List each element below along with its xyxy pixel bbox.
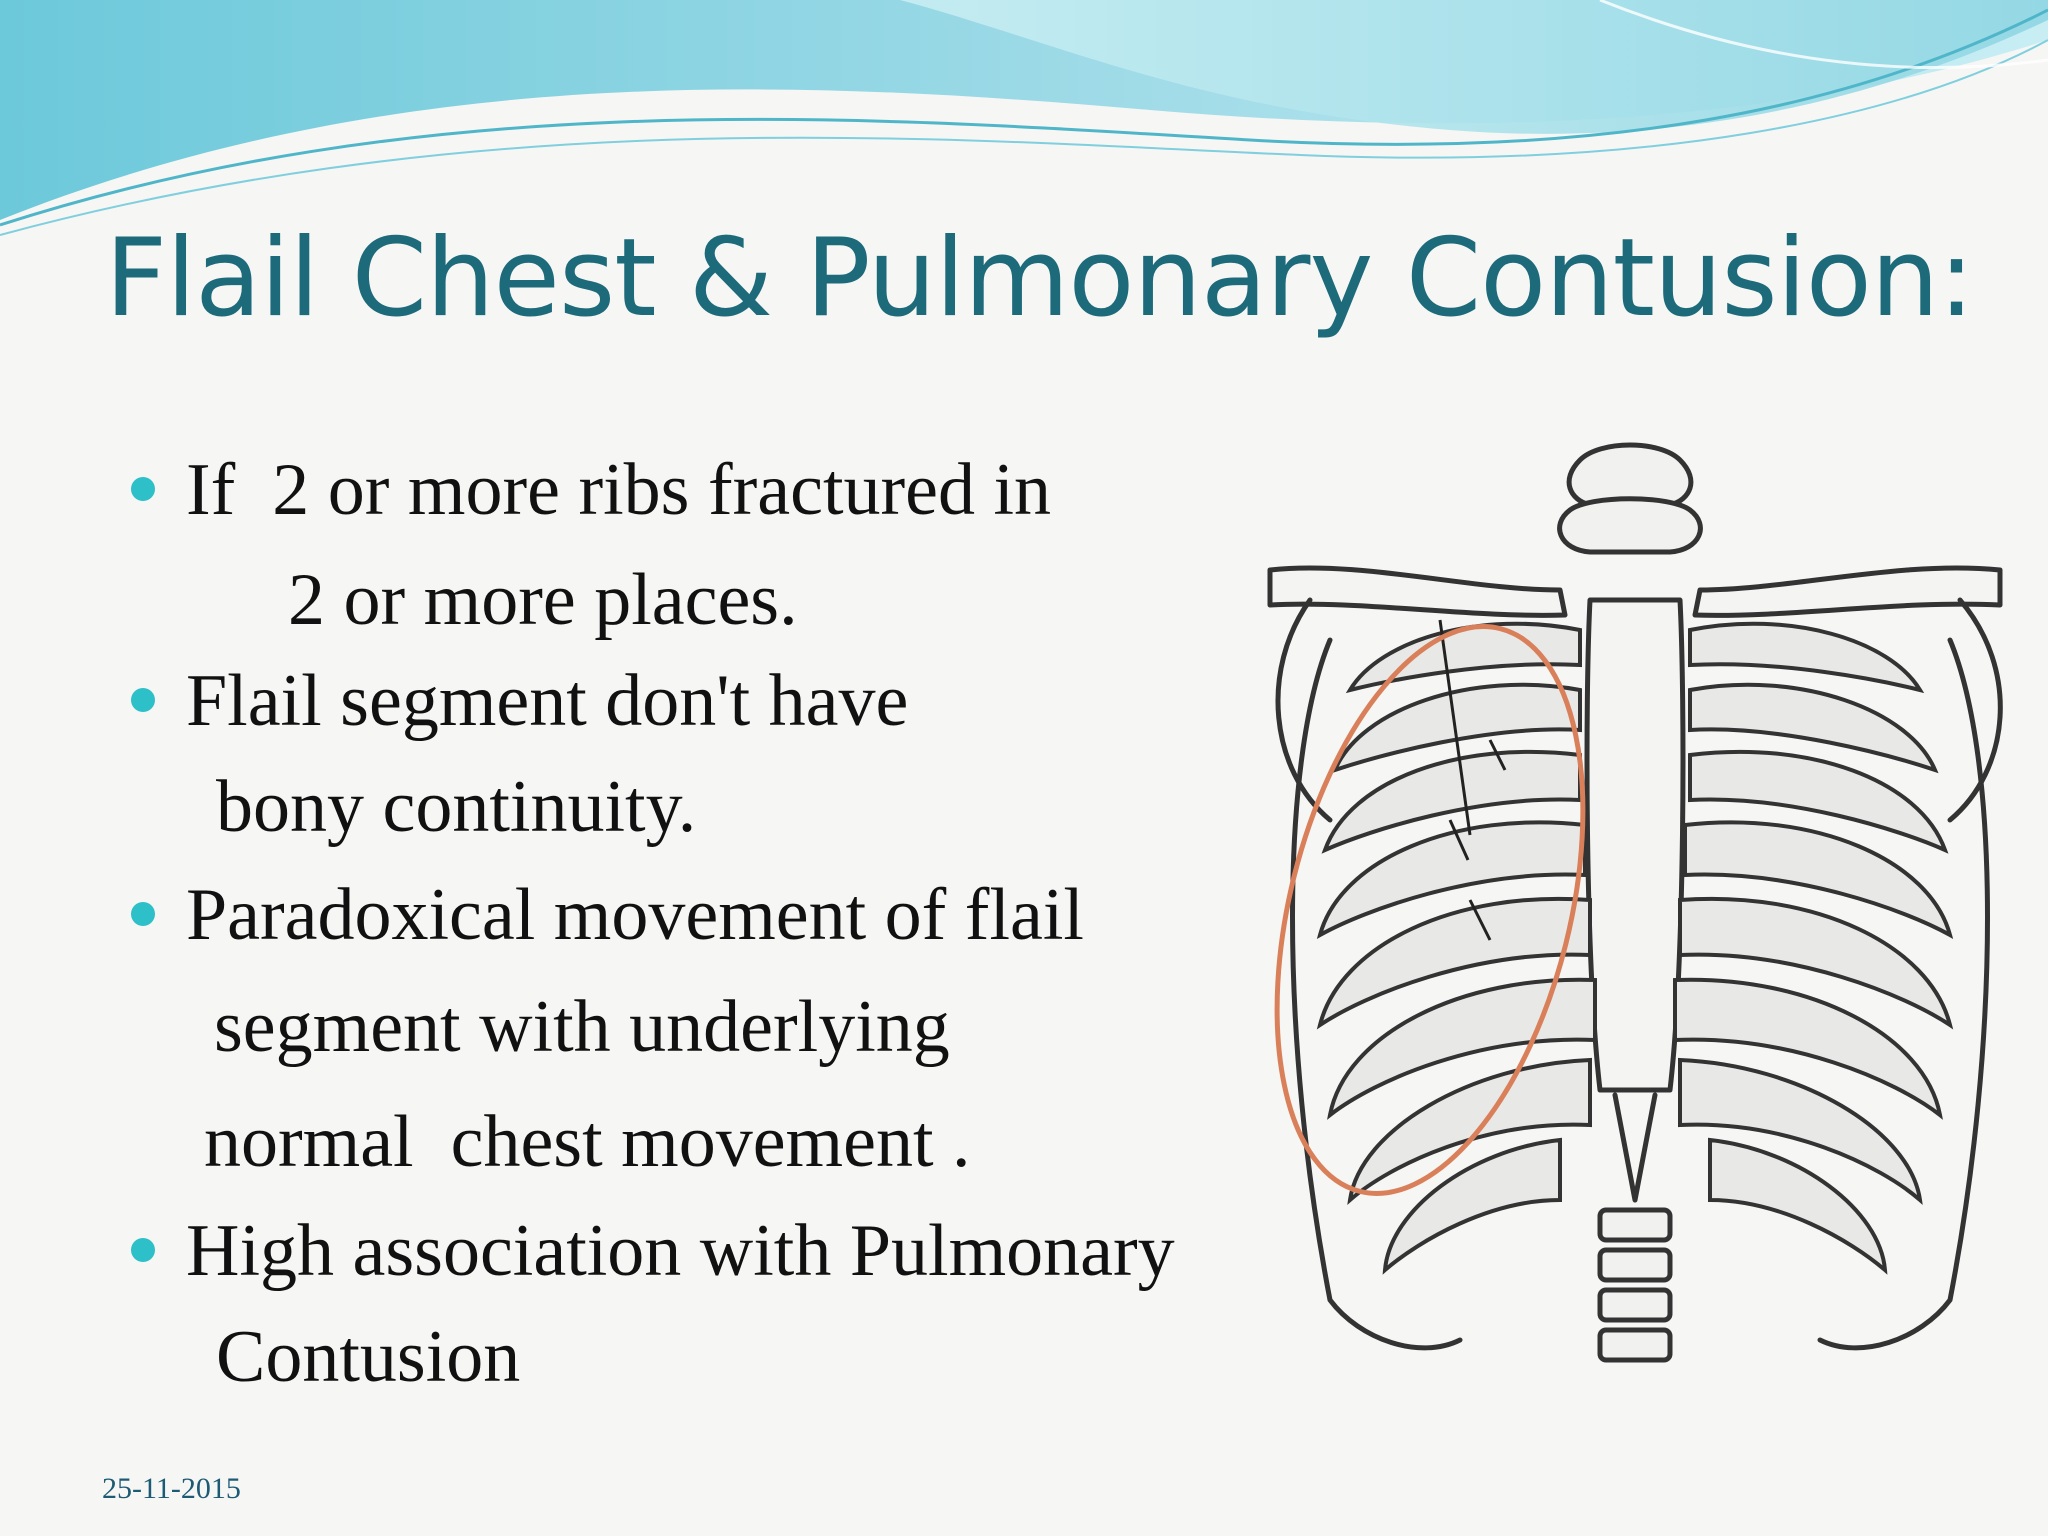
slide-title: Flail Chest & Pulmonary Contusion:	[105, 216, 1975, 341]
bullet-3-line-3: normal chest movement .	[204, 1101, 971, 1183]
bullet-2-line-2: bony continuity.	[216, 766, 697, 848]
bullet-4-line-2: Contusion	[216, 1316, 521, 1398]
bullet-dot-icon	[131, 688, 155, 712]
bullet-3-line-1: Paradoxical movement of flail	[186, 874, 1084, 956]
bullet-dot-icon	[131, 902, 155, 926]
bullet-4-line-1: High association with Pulmonary	[186, 1210, 1175, 1292]
bullet-1-line-2: 2 or more places.	[288, 559, 798, 641]
bullet-2-line-1: Flail segment don't have	[186, 660, 909, 742]
bullet-dot-icon	[131, 1238, 155, 1262]
bullet-3-line-2: segment with underlying	[214, 986, 950, 1068]
bullet-dot-icon	[131, 477, 155, 501]
ribcage-flail-segment-illustration	[1267, 442, 2003, 1363]
bullet-list: If 2 or more ribs fractured in 2 or more…	[131, 449, 1175, 1398]
bullet-1-line-1: If 2 or more ribs fractured in	[186, 449, 1052, 531]
slide-date: 25-11-2015	[102, 1472, 241, 1505]
header-wave-decoration	[0, 0, 2048, 236]
